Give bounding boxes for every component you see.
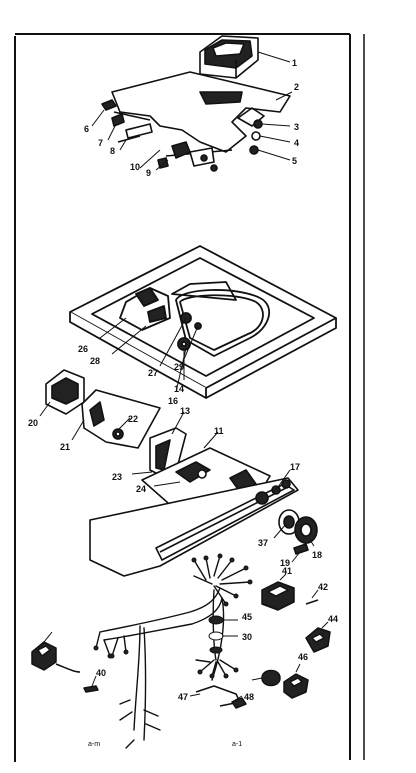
callout-42: 42 [318, 582, 328, 592]
footer-marks: a-m a-1 [88, 741, 242, 748]
callout-9: 9 [146, 168, 151, 178]
part-mount-plate [81, 389, 161, 449]
callout-23: 23 [112, 472, 122, 482]
callout-10: 10 [130, 162, 140, 172]
callout-17: 17 [290, 462, 300, 472]
leader-lines-bottom [43, 573, 329, 703]
callout-28: 28 [90, 356, 100, 366]
leader-lines-middle [99, 317, 199, 393]
callout-5: 5 [292, 156, 297, 166]
callout-19: 19 [280, 558, 290, 568]
callout-24: 24 [136, 484, 146, 494]
callout-18: 18 [312, 550, 322, 560]
small-parts [31, 581, 331, 709]
callout-21: 21 [60, 442, 70, 452]
callout-44: 44 [328, 614, 338, 624]
wiring-harness [95, 555, 251, 749]
callout-20: 20 [28, 418, 38, 428]
callout-30: 30 [242, 632, 252, 642]
callout-48: 48 [244, 692, 254, 702]
part-knob-small [261, 669, 281, 687]
callout-37: 37 [258, 538, 268, 548]
part-connector [283, 673, 309, 699]
leader-lines-top [91, 51, 293, 171]
callout-8: 8 [110, 146, 115, 156]
callout-11: 11 [214, 426, 224, 436]
leader-lines-lower [39, 401, 315, 563]
callout-7: 7 [98, 138, 103, 148]
callout-14: 14 [174, 384, 184, 394]
callout-labels: 1234567891011131416171819202122232426272… [28, 58, 338, 702]
callout-13: 13 [180, 406, 190, 416]
callout-2: 2 [294, 82, 299, 92]
callout-40: 40 [96, 668, 106, 678]
callout-29: 29 [174, 362, 184, 372]
footer-mark: a-m [88, 741, 100, 748]
callout-41: 41 [282, 566, 292, 576]
part-bracket-plate [111, 71, 291, 153]
console-assembly [45, 369, 318, 577]
footer-mark: a-1 [232, 741, 242, 748]
page-frame [14, 33, 365, 762]
callout-45: 45 [242, 612, 252, 622]
callout-3: 3 [294, 122, 299, 132]
callout-1: 1 [292, 58, 297, 68]
callout-47: 47 [178, 692, 188, 702]
callout-4: 4 [294, 138, 299, 148]
callout-27: 27 [148, 368, 158, 378]
callout-46: 46 [298, 652, 308, 662]
callout-22: 22 [128, 414, 138, 424]
top-bracket-assembly [101, 35, 291, 172]
callout-16: 16 [168, 396, 178, 406]
callout-6: 6 [84, 124, 89, 134]
top-panel-assembly [69, 245, 337, 399]
callout-26: 26 [78, 344, 88, 354]
